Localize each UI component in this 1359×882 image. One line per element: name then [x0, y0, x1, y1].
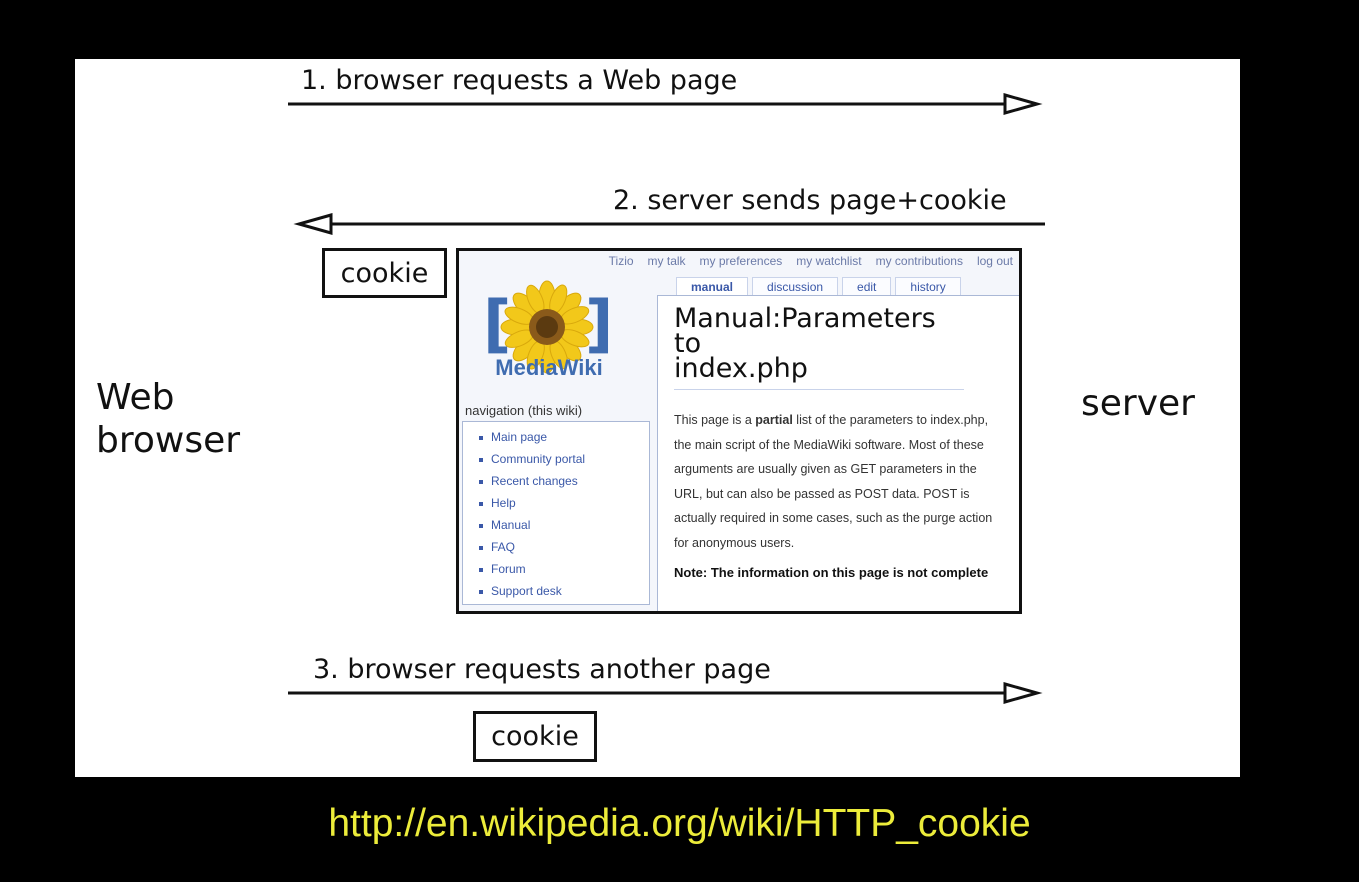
step-3-label: 3. browser requests another page — [313, 654, 771, 685]
arrows-layer — [288, 93, 1045, 704]
wiki-page-title: Manual:Parameters to index.php — [674, 303, 964, 390]
wiki-page-screenshot: Tizio my talk my preferences my watchlis… — [456, 248, 1022, 614]
cookie-box-response: cookie — [322, 248, 447, 298]
nav-item-manual[interactable]: Manual — [479, 514, 649, 536]
web-browser-label-line2: browser — [96, 420, 241, 461]
arrow-request-another-page — [288, 682, 1043, 704]
wiki-title-line2: index.php — [674, 353, 808, 384]
wiki-talk-link[interactable]: my talk — [647, 254, 686, 268]
wiki-watchlist-link[interactable]: my watchlist — [796, 254, 862, 268]
web-browser-label-line1: Web — [96, 377, 175, 418]
wiki-note: Note: The information on this page is no… — [674, 565, 989, 580]
wiki-content: Manual:Parameters to index.php This page… — [657, 295, 1019, 611]
nav-item-forum[interactable]: Forum — [479, 558, 649, 580]
wiki-title-line1: Manual:Parameters to — [674, 303, 936, 359]
cookie-box-request: cookie — [473, 711, 597, 762]
diagram-slide: 1. browser requests a Web page 2. server… — [75, 59, 1240, 777]
wiki-preferences-link[interactable]: my preferences — [699, 254, 783, 268]
wiki-logout-link[interactable]: log out — [976, 254, 1013, 268]
wiki-user-link[interactable]: Tizio — [608, 254, 634, 268]
step-1-label: 1. browser requests a Web page — [301, 65, 738, 96]
nav-item-main-page[interactable]: Main page — [479, 426, 649, 448]
nav-item-community-portal[interactable]: Community portal — [479, 448, 649, 470]
mediawiki-sunflower-logo[interactable]: [ ] — [481, 277, 613, 377]
arrow-server-response — [293, 213, 1045, 235]
wiki-nav-title: navigation (this wiki) — [465, 403, 583, 418]
wiki-para-rest: list of the parameters to index.php, the… — [674, 413, 993, 550]
nav-item-help[interactable]: Help — [479, 492, 649, 514]
nav-item-faq[interactable]: FAQ — [479, 536, 649, 558]
wiki-tabs: manual discussion edit history — [676, 277, 961, 296]
tab-discussion[interactable]: discussion — [752, 277, 839, 296]
server-label: server — [1081, 383, 1195, 424]
tab-history[interactable]: history — [895, 277, 961, 296]
wiki-user-links: Tizio my talk my preferences my watchlis… — [519, 254, 1013, 268]
wiki-contributions-link[interactable]: my contributions — [875, 254, 963, 268]
web-browser-label: Web browser — [96, 376, 240, 462]
wiki-para-bold: partial — [755, 413, 793, 427]
tab-edit[interactable]: edit — [842, 277, 892, 296]
nav-item-recent-changes[interactable]: Recent changes — [479, 470, 649, 492]
step-2-label: 2. server sends page+cookie — [613, 185, 1007, 216]
wiki-intro-paragraph: This page is a partial list of the param… — [674, 408, 1005, 555]
source-url: http://en.wikipedia.org/wiki/HTTP_cookie — [328, 802, 1031, 845]
mediawiki-logo-text: MediaWiki — [495, 355, 603, 380]
arrow-request-page — [288, 93, 1043, 115]
wiki-para-start: This page is a — [674, 413, 756, 427]
wiki-nav-list: Main page Community portal Recent change… — [462, 421, 650, 605]
tab-manual[interactable]: manual — [676, 277, 749, 296]
nav-item-support-desk[interactable]: Support desk — [479, 580, 649, 602]
